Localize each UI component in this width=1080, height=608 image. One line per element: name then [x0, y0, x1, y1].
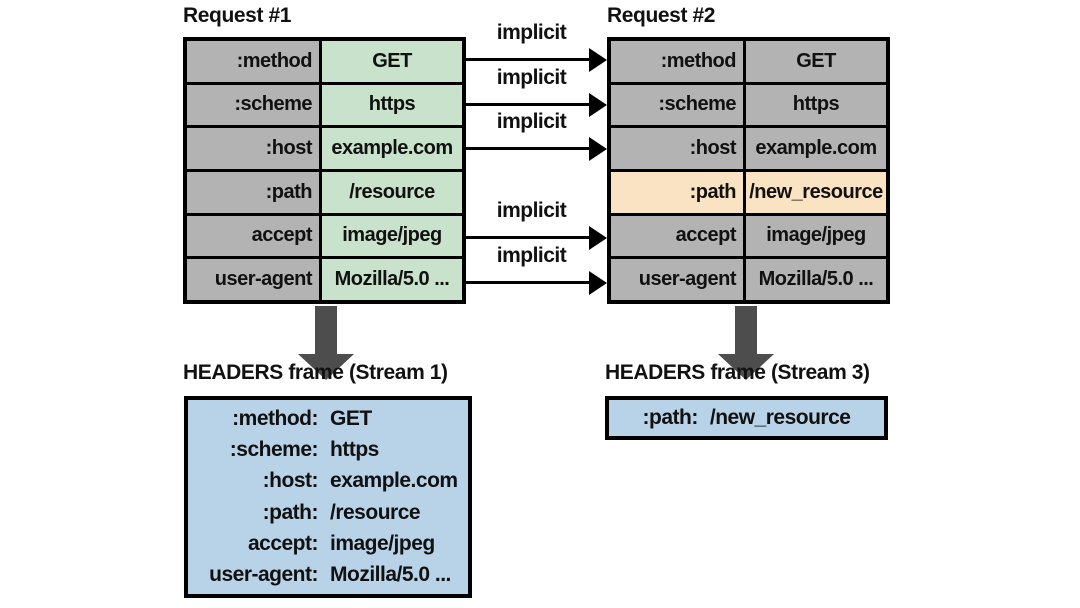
implicit-label: implicit: [496, 199, 567, 223]
headers-frame1-title: HEADERS frame (Stream 1): [183, 361, 448, 384]
header-value-cell: /resource: [322, 172, 462, 213]
header-row: :path/resource: [187, 172, 462, 213]
header-value-cell: image/jpeg: [322, 215, 462, 257]
header-value-cell: Mozilla/5.0 ...: [746, 259, 886, 300]
arrow-shaft: [466, 58, 593, 62]
request2-title: Request #2: [607, 4, 716, 27]
header-value-cell: example.com: [746, 128, 886, 169]
frame-line: :scheme: https: [188, 434, 462, 465]
frame-line-key: :path:: [642, 406, 699, 429]
frame-line: user-agent: Mozilla/5.0 ...: [188, 560, 462, 591]
arrow-shaft: [466, 147, 593, 151]
header-value-cell: /new_resource: [746, 172, 886, 213]
implicit-label: implicit: [496, 65, 567, 89]
header-value-cell: image/jpeg: [746, 215, 886, 257]
frame-line-value: image/jpeg: [330, 531, 435, 555]
header-value-cell: GET: [746, 41, 886, 82]
arrow-shaft: [466, 236, 593, 240]
down-arrow-shaft: [735, 306, 757, 354]
header-name-cell: user-agent: [187, 259, 319, 300]
frame-line-value: https: [330, 437, 379, 461]
header-value-cell: GET: [322, 41, 462, 82]
implicit-label: implicit: [496, 243, 567, 267]
down-arrow-head: [298, 354, 354, 380]
implicit-arrow-icon: implicit: [466, 21, 607, 73]
implicit-arrow-icon: implicit: [466, 244, 607, 295]
header-name-cell: user-agent: [611, 259, 743, 300]
header-value-cell: https: [322, 84, 462, 126]
frame-line-key: user-agent:: [209, 563, 318, 587]
arrow-shaft: [466, 280, 593, 284]
implicit-arrow-icon: implicit: [466, 66, 607, 117]
frame-line-value: example.com: [330, 469, 458, 493]
headers-frame1-box: :method: GET :scheme: https :host: example.co…: [184, 396, 472, 598]
implicit-label: implicit: [496, 21, 567, 45]
header-name-cell: accept: [187, 215, 319, 257]
frame-line-key: :host:: [262, 469, 319, 493]
header-value-cell: example.com: [322, 128, 462, 169]
implicit-arrow-icon: implicit: [466, 110, 607, 162]
frame-line-key: :scheme:: [229, 437, 319, 461]
headers-frame3-title: HEADERS frame (Stream 3): [605, 361, 870, 384]
frame-line: :host: example.com: [188, 466, 462, 497]
frame-line-key: :method:: [232, 406, 318, 430]
arrow-head: [589, 270, 607, 295]
implicit-label: implicit: [496, 110, 567, 134]
frame-line-key: accept:: [247, 531, 319, 555]
frame-line-value: /new_resource: [709, 406, 851, 429]
frame-line-value: Mozilla/5.0 ...: [330, 563, 451, 587]
header-name-cell: :method: [187, 41, 319, 82]
headers-frame3-box: :path: /new_resource: [605, 396, 888, 440]
header-name-cell: :scheme: [187, 84, 319, 126]
frame-line-key: :path:: [262, 500, 319, 524]
header-value-cell: https: [746, 84, 886, 126]
header-name-cell: :host: [611, 128, 743, 169]
header-row: :path/new_resource: [611, 172, 886, 213]
frame-line: :path: /resource: [188, 497, 462, 528]
header-name-cell: :path: [187, 172, 319, 213]
header-name-cell: :scheme: [611, 84, 743, 126]
arrow-head: [589, 92, 607, 117]
frame-line: :method: GET: [188, 403, 462, 434]
arrow-head: [589, 48, 607, 73]
implicit-arrow-icon: implicit: [466, 199, 607, 251]
frame-line: accept: image/jpeg: [188, 528, 462, 559]
header-name-cell: :method: [611, 41, 743, 82]
request1-title: Request #1: [183, 4, 292, 27]
arrow-head: [589, 137, 607, 162]
header-name-cell: :host: [187, 128, 319, 169]
down-arrow-shaft: [315, 306, 337, 354]
arrow-head: [589, 226, 607, 251]
header-name-cell: accept: [611, 215, 743, 257]
header-value-cell: Mozilla/5.0 ...: [322, 259, 462, 300]
frame-line-value: /resource: [330, 500, 421, 524]
frame-line-value: GET: [330, 406, 372, 430]
arrow-shaft: [466, 102, 593, 106]
header-name-cell: :path: [611, 172, 743, 213]
down-arrow-head: [718, 354, 774, 380]
